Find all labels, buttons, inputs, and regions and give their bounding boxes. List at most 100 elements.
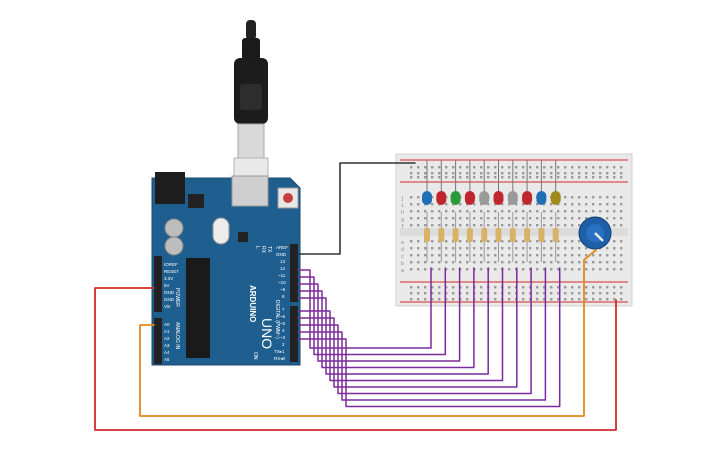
led-6 <box>493 160 504 205</box>
row-letter: i <box>401 203 404 209</box>
led-4 <box>464 160 475 205</box>
resistor-3 <box>452 212 459 262</box>
analog-label: ANALOG IN <box>174 322 180 350</box>
row-letter: b <box>401 261 404 267</box>
resistor-9 <box>538 212 545 262</box>
rx-label: RX <box>260 246 266 254</box>
resistor-6 <box>495 212 502 262</box>
pin-label: ~5 <box>280 321 286 326</box>
signal-wire-9 <box>297 267 547 401</box>
pin-label: GND <box>164 297 175 302</box>
pin-label: Vin <box>164 304 171 309</box>
analog-wire <box>139 249 597 417</box>
usb-cable <box>233 20 269 199</box>
pin-label: A2 <box>164 336 170 341</box>
resistor-1 <box>424 212 430 262</box>
pin-label: 8 <box>282 294 285 299</box>
led-10 <box>550 160 561 205</box>
capacitor <box>164 218 184 238</box>
crystal <box>212 217 230 245</box>
resistor-10 <box>552 212 559 262</box>
power-label: POWER <box>174 288 180 307</box>
signal-wire-8 <box>297 267 532 395</box>
resistor-5 <box>481 212 488 262</box>
pin-label: ~9 <box>280 287 286 292</box>
power-wire <box>94 287 617 431</box>
pin-label: GND <box>164 290 175 295</box>
led-8 <box>522 160 533 205</box>
pin-label: ~3 <box>280 335 286 340</box>
digital-header-bottom <box>290 306 298 362</box>
pin-label: A4 <box>164 350 170 355</box>
usb-port <box>231 175 269 207</box>
pin-label: 5V <box>164 283 170 288</box>
resistor-7 <box>509 212 516 262</box>
digital-label: DIGITAL (PWM~) <box>274 300 280 339</box>
row-letter: g <box>401 217 404 223</box>
resistor-8 <box>524 212 531 262</box>
signal-wires <box>297 267 561 408</box>
signal-wire-5 <box>297 267 489 375</box>
led-7 <box>507 160 518 205</box>
led-9 <box>536 160 547 205</box>
row-letter: e <box>401 240 404 246</box>
brand-label: ARDUINO <box>248 285 257 322</box>
potentiometer-knob-indicator <box>594 232 604 242</box>
pin-label: 12 <box>280 266 286 271</box>
reset-button-cap <box>283 193 293 203</box>
pin-label: GND <box>276 252 287 257</box>
pin-label: 2 <box>282 342 285 347</box>
ground-wire <box>297 162 416 255</box>
arduino-board: ARDUINO UNO DIGITAL (PWM~) ANALOG IN POW… <box>151 172 301 366</box>
led-2 <box>436 160 447 205</box>
pin-label: RX◂0 <box>274 356 286 361</box>
model-label: UNO <box>259 318 275 349</box>
signal-wire-10 <box>297 267 561 408</box>
signal-wire-6 <box>297 267 504 382</box>
power-header <box>154 256 162 312</box>
pin-label: 7 <box>282 307 285 312</box>
pin-label: RESET <box>164 269 179 274</box>
led-5 <box>479 160 490 205</box>
resistor-2 <box>438 212 445 262</box>
signal-wire-7 <box>297 267 518 388</box>
resistor-4 <box>466 212 473 262</box>
row-letter: f <box>401 224 404 230</box>
pin-label: IOREF <box>164 262 178 267</box>
pin-label: A0 <box>164 322 170 327</box>
pin-label: A3 <box>164 343 170 348</box>
digital-header-top <box>290 244 298 302</box>
pin-label: A1 <box>164 329 170 334</box>
signal-wire-3 <box>297 267 461 362</box>
analog-header <box>154 318 162 364</box>
row-letter: d <box>401 247 404 253</box>
led-3 <box>450 160 461 205</box>
row-letter: a <box>401 268 404 274</box>
breadboard-holes <box>410 166 623 301</box>
l-label: L <box>254 246 260 249</box>
tx-label: TX <box>266 246 272 253</box>
signal-wire-2 <box>297 267 447 356</box>
led-1 <box>422 160 432 205</box>
pin-label: ~11 <box>278 273 286 278</box>
capacitor <box>164 236 184 256</box>
pin-label: 13 <box>280 259 286 264</box>
pin-label: AREF <box>276 245 288 250</box>
pin-label: TX▸1 <box>274 349 285 354</box>
signal-wire-1 <box>297 267 432 349</box>
row-letter: c <box>401 254 404 260</box>
led-array <box>422 160 561 262</box>
microcontroller-chip <box>186 258 210 358</box>
potentiometer[interactable] <box>578 216 612 250</box>
row-letter: j <box>401 196 404 202</box>
on-label: ON <box>252 352 258 360</box>
signal-wire-4 <box>297 267 475 369</box>
pin-label: 4 <box>282 328 285 333</box>
pin-label: ~6 <box>280 314 286 319</box>
pin-label: 3.3V <box>164 276 173 281</box>
pin-label: A5 <box>164 357 170 362</box>
row-letter: h <box>401 210 404 216</box>
pin-label: ~10 <box>278 280 286 285</box>
power-jack <box>155 172 185 204</box>
